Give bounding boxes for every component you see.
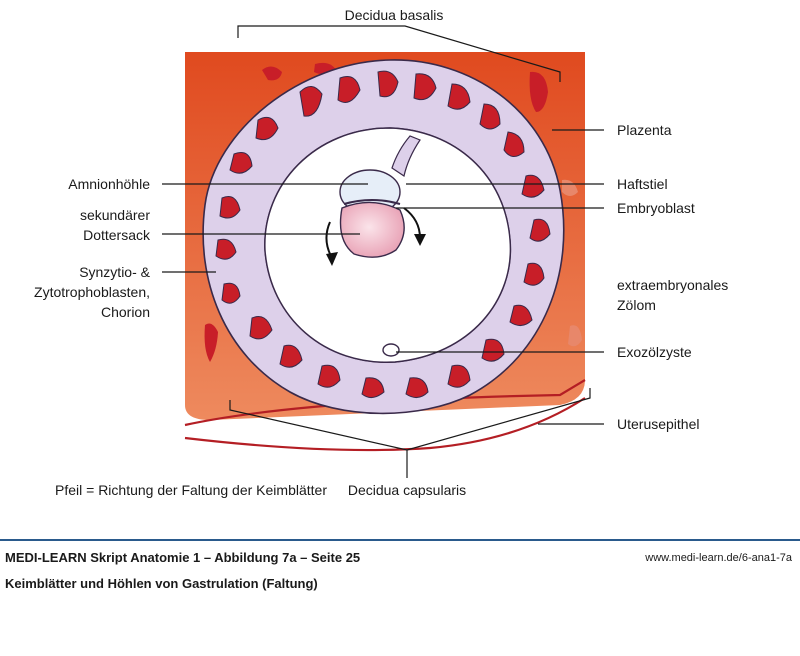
label-exozoelzyste: Exozölzyste — [617, 344, 692, 360]
label-extraembryonales: extraembryonales — [617, 277, 728, 293]
label-amnionhoehle: Amnionhöhle — [68, 176, 150, 192]
leader-lines — [162, 129, 604, 425]
brackets — [229, 25, 591, 478]
arrow-head-left — [326, 252, 338, 266]
chorion-ring — [202, 59, 565, 415]
arrow-head-right — [414, 234, 426, 246]
label-zytotrophoblasten: Zytotrophoblasten, — [34, 284, 150, 300]
label-chorion: Chorion — [101, 304, 150, 320]
label-plazenta: Plazenta — [617, 122, 672, 138]
haftstiel-shape — [391, 135, 421, 177]
label-decidua-basalis: Decidua basalis — [345, 7, 444, 23]
label-pfeil-note: Pfeil = Richtung der Faltung der Keimblä… — [55, 482, 327, 498]
exozoelzyste-shape — [382, 343, 400, 357]
footer-url[interactable]: www.medi-learn.de/6-ana1-7a — [645, 552, 792, 564]
label-dottersack: Dottersack — [83, 227, 151, 243]
label-synzytio: Synzytio- & — [79, 264, 150, 280]
footer-divider — [0, 539, 800, 541]
footer-subtitle: Keimblätter und Höhlen von Gastrulation … — [5, 576, 318, 591]
footer-title: MEDI-LEARN Skript Anatomie 1 – Abbildung… — [5, 550, 361, 565]
label-embryoblast: Embryoblast — [617, 200, 695, 216]
label-decidua-capsularis: Decidua capsularis — [348, 482, 466, 498]
label-sekundaerer: sekundärer — [80, 207, 150, 223]
gastrulation-diagram: Decidua basalis Plazenta Amnionhöhle Haf… — [34, 7, 728, 498]
label-uterusepithel: Uterusepithel — [617, 416, 700, 432]
label-haftstiel: Haftstiel — [617, 176, 668, 192]
embryoblast-disc — [343, 199, 401, 205]
dottersack-shape — [339, 201, 405, 258]
label-zoelom: Zölom — [617, 297, 656, 313]
